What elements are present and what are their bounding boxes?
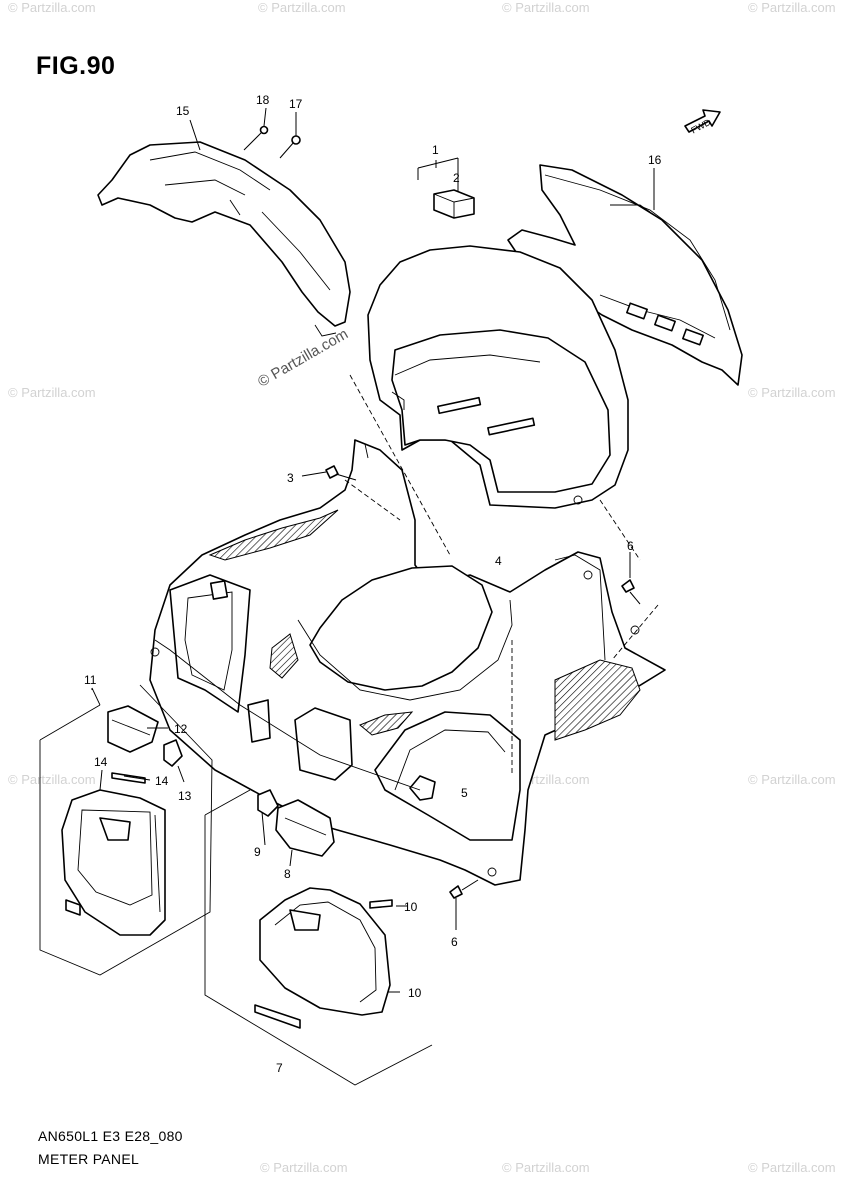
callout-6-upper: 6 [627,539,634,553]
callout-4: 4 [495,554,502,568]
callout-6-lower: 6 [451,935,458,949]
part-6-screw-upper [621,552,641,605]
callout-15: 15 [176,104,190,118]
model-code: AN650L1 E3 E28_080 [38,1128,183,1144]
callout-9: 9 [254,845,261,859]
callout-13: 13 [178,789,192,803]
callout-11: 11 [84,673,97,687]
callout-5: 5 [461,786,468,800]
watermark: © Partzilla.com [260,1160,348,1175]
watermark: © Partzilla.com [748,772,836,787]
callout-2: 2 [453,171,460,185]
part-2-pad [433,189,475,219]
part-6-screw-lower [449,879,479,930]
callout-3: 3 [287,471,294,485]
callout-18: 18 [256,93,270,107]
watermark: © Partzilla.com [748,1160,836,1175]
assembly-guides [344,374,659,775]
callout-labels: 1 2 3 4 5 6 6 7 8 9 10 10 11 12 13 14 14… [84,93,662,1075]
part-15-upper-cover [97,141,351,337]
callout-14-right: 14 [155,774,169,788]
meter-housing-vents [437,396,536,436]
part-1-2-bracket [417,157,459,192]
watermark: © Partzilla.com [748,0,836,15]
fwd-arrow: FWD [684,109,721,135]
watermark: © Partzilla.com [258,0,346,15]
callout-16: 16 [648,153,662,167]
part-17-clip [279,135,301,159]
watermark: © Partzilla.com [8,385,96,400]
callout-7: 7 [276,1061,283,1075]
diagram-caption: METER PANEL [38,1151,140,1167]
watermark: © Partzilla.com [502,1160,590,1175]
callout-17: 17 [289,97,303,111]
watermark: © Partzilla.com [502,0,590,15]
part-18-screw [243,125,269,151]
part-4-inner-panel [149,439,666,886]
watermark: © Partzilla.com [8,0,96,15]
part-16-meter-cover [507,164,743,386]
callout-10-upper: 10 [404,900,418,914]
callout-12: 12 [174,722,188,736]
watermark: © Partzilla.com [748,385,836,400]
callout-1: 1 [432,143,439,157]
kit-box-7 [204,789,433,1086]
callout-leaders [91,107,655,993]
part-3-screw [301,465,357,481]
kit-box-11 [39,684,213,976]
figure-title: FIG.90 [36,52,116,80]
part-4-meter-housing [367,245,629,509]
callout-8: 8 [284,867,291,881]
callout-14-left: 14 [94,755,108,769]
callout-10-lower: 10 [408,986,422,1000]
watermark: © Partzilla.com [8,772,96,787]
